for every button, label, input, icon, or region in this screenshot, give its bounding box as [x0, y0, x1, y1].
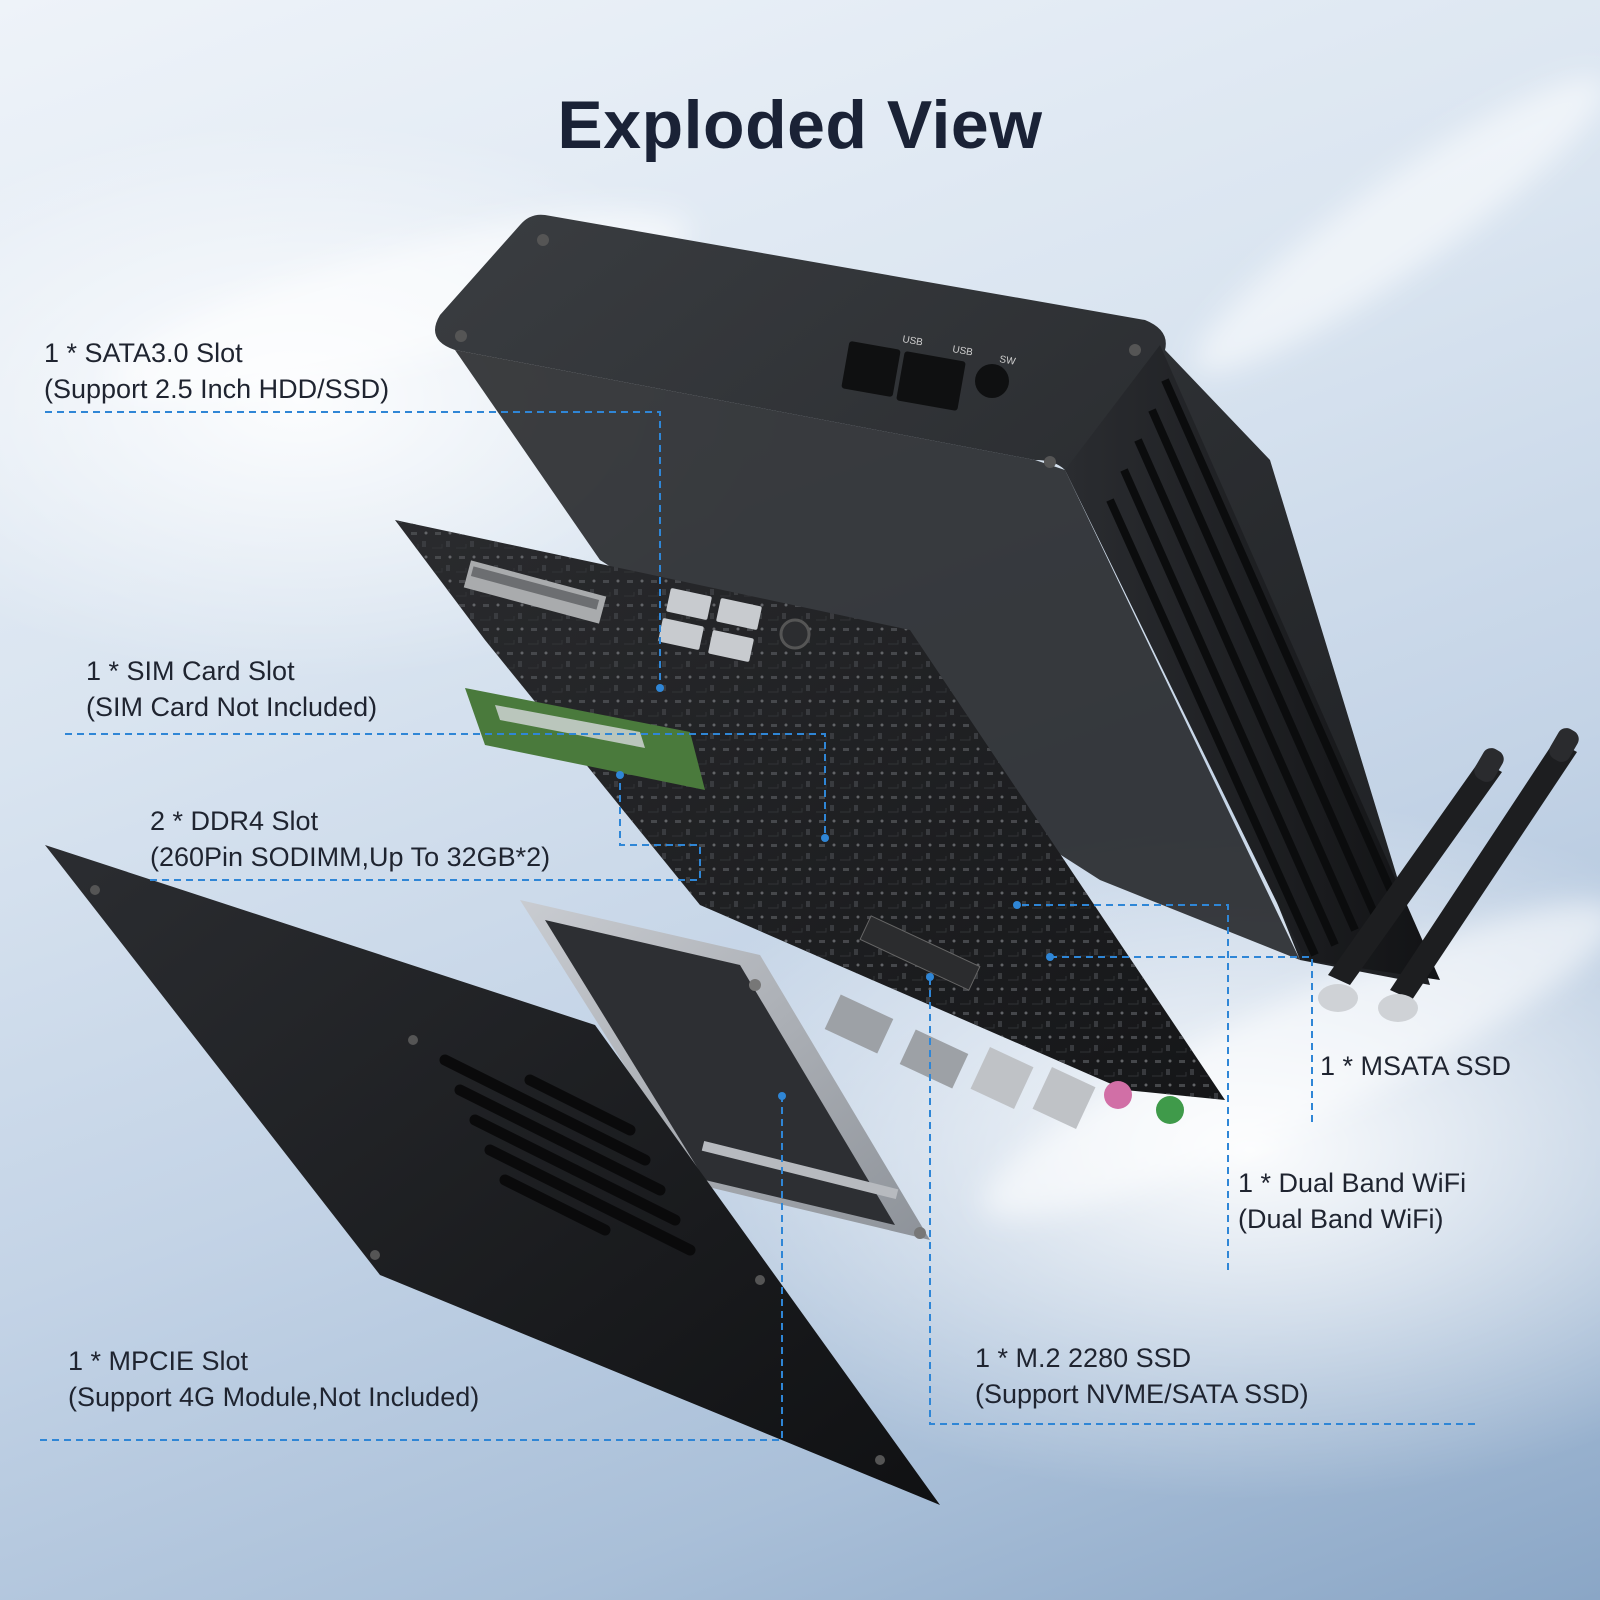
rear-io-ports [824, 994, 1184, 1129]
usb-port-icon [896, 351, 966, 411]
antenna-connector [779, 618, 811, 650]
motherboard [395, 520, 1225, 1129]
wifi-antennas [1318, 728, 1579, 1022]
callout-wifi: 1 * Dual Band WiFi (Dual Band WiFi) [1238, 1165, 1466, 1237]
callout-sim-detail: (SIM Card Not Included) [86, 692, 378, 722]
screw-icon [755, 1275, 765, 1285]
callout-sata-detail: (Support 2.5 Inch HDD/SSD) [44, 374, 390, 404]
callout-m2-detail: (Support NVME/SATA SSD) [975, 1379, 1309, 1409]
usb-port-icon [841, 341, 901, 397]
callout-sata-title: 1 * SATA3.0 Slot [44, 338, 243, 368]
m2-ssd-module [859, 915, 981, 991]
power-switch-icon [975, 364, 1009, 398]
callout-mpcie-detail: (Support 4G Module,Not Included) [68, 1382, 480, 1412]
screw-icon [914, 1227, 926, 1239]
callout-sim-title: 1 * SIM Card Slot [86, 656, 295, 686]
usb-port-label: USB [951, 344, 973, 358]
leader-line-msata [1050, 956, 1313, 1122]
leader-line-m2 [929, 977, 1475, 1425]
callout-mpcie-title: 1 * MPCIE Slot [68, 1346, 249, 1376]
leader-lines [40, 411, 1475, 1441]
callout-sata: 1 * SATA3.0 Slot (Support 2.5 Inch HDD/S… [44, 335, 389, 407]
leader-line-wifi [1017, 904, 1229, 1270]
callout-mpcie: 1 * MPCIE Slot (Support 4G Module,Not In… [68, 1343, 479, 1415]
callout-ddr4: 2 * DDR4 Slot (260Pin SODIMM,Up To 32GB*… [150, 803, 550, 875]
screw-icon [875, 1455, 885, 1465]
leader-line-sata [45, 411, 661, 688]
usb-port-label: USB [901, 334, 923, 348]
screw-icon [90, 885, 100, 895]
hdd-bracket [520, 900, 930, 1240]
screw-icon [749, 979, 761, 991]
callout-wifi-title: 1 * Dual Band WiFi [1238, 1168, 1467, 1198]
leader-dots [616, 684, 1054, 1100]
callout-wifi-detail: (Dual Band WiFi) [1238, 1204, 1444, 1234]
screw-icon [408, 1035, 418, 1045]
callout-m2-title: 1 * M.2 2280 SSD [975, 1343, 1192, 1373]
screw-icon [455, 330, 467, 342]
callout-sim: 1 * SIM Card Slot (SIM Card Not Included… [86, 653, 377, 725]
callout-m2: 1 * M.2 2280 SSD (Support NVME/SATA SSD) [975, 1340, 1309, 1412]
callout-ddr4-title: 2 * DDR4 Slot [150, 806, 319, 836]
bottom-plate-vents [439, 1054, 696, 1256]
audio-jack-green [1156, 1096, 1184, 1124]
bottom-plate [45, 845, 940, 1505]
usb-stack [658, 588, 762, 662]
page-title: Exploded View [557, 87, 1043, 163]
leader-line-ddr4 [150, 775, 701, 881]
audio-jack-pink [1104, 1081, 1132, 1109]
sata-connector [470, 566, 600, 610]
leader-line-sim [65, 733, 826, 838]
screw-icon [1044, 456, 1056, 468]
switch-label: SW [998, 354, 1016, 368]
callout-msata: 1 * MSATA SSD [1320, 1048, 1511, 1084]
callout-msata-title: 1 * MSATA SSD [1320, 1051, 1512, 1081]
case-heatsink-fins [1106, 378, 1399, 957]
screw-icon [537, 234, 549, 246]
callout-ddr4-detail: (260Pin SODIMM,Up To 32GB*2) [150, 842, 551, 872]
screw-icon [370, 1250, 380, 1260]
screw-icon [1129, 344, 1141, 356]
